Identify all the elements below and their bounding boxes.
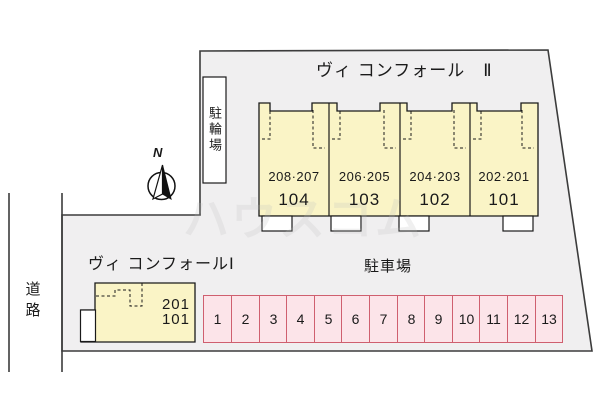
entrance-porch bbox=[502, 215, 534, 232]
bicycle-parking-area bbox=[202, 76, 227, 184]
parking-space: 10 bbox=[452, 295, 481, 343]
entrance-porch bbox=[79, 309, 97, 343]
parking-space: 7 bbox=[369, 295, 398, 343]
building1-room-lower: 101 bbox=[161, 311, 190, 328]
parking-space: 12 bbox=[507, 295, 536, 343]
compass-icon bbox=[147, 164, 176, 201]
parking-space: 1 bbox=[203, 295, 232, 343]
unit-number-label: 102 bbox=[419, 190, 451, 209]
building2-title: ヴィ コンフォール Ⅱ bbox=[316, 61, 493, 80]
north-label: N bbox=[153, 145, 163, 160]
unit-rooms-label: 204·203 bbox=[409, 169, 461, 184]
bicycle-parking-label: 駐輪場 bbox=[207, 106, 222, 154]
parking-space: 4 bbox=[286, 295, 315, 343]
unit-rooms-label: 206·205 bbox=[338, 169, 391, 184]
building1-room-upper: 201 bbox=[161, 296, 190, 313]
parking-space: 13 bbox=[535, 295, 563, 343]
road-label: 道路 bbox=[23, 281, 41, 323]
parking-space: 8 bbox=[397, 295, 426, 343]
balcony-dashed-line bbox=[96, 283, 143, 307]
parking-space: 3 bbox=[259, 295, 288, 343]
parking-space: 6 bbox=[341, 295, 370, 343]
entrance-porch bbox=[398, 215, 430, 232]
unit-rooms-label: 208·207 bbox=[268, 169, 320, 184]
entrance-porch bbox=[330, 215, 362, 232]
parking-space: 11 bbox=[479, 295, 508, 343]
unit-rooms-label: 202·201 bbox=[478, 169, 530, 184]
parking-space: 2 bbox=[231, 295, 260, 343]
parking-space: 9 bbox=[424, 295, 453, 343]
unit-number-label: 104 bbox=[278, 190, 310, 209]
building1-title: ヴィ コンフォールⅠ bbox=[88, 256, 235, 273]
parking-lot-label: 駐車場 bbox=[363, 258, 412, 275]
entrance-porch bbox=[261, 215, 293, 232]
balcony-dashed-lines bbox=[262, 110, 534, 149]
parking-space: 5 bbox=[314, 295, 343, 343]
unit-number-label: 103 bbox=[348, 190, 381, 209]
unit-number-label: 101 bbox=[488, 190, 520, 209]
